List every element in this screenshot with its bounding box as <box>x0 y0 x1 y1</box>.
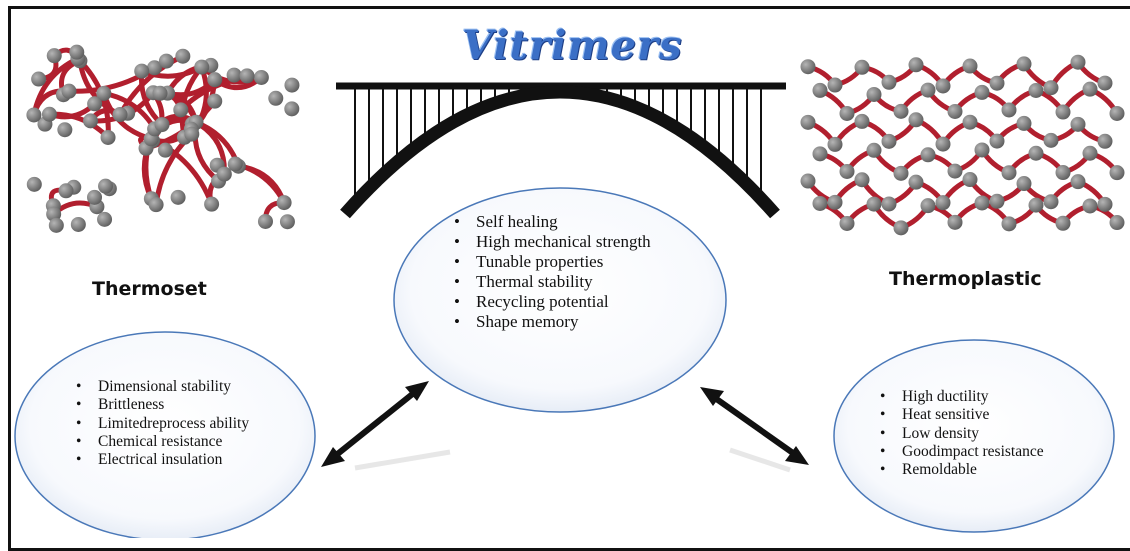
thermoset-network <box>26 44 300 233</box>
right-property-item: Goodimpact resistance <box>880 443 1102 462</box>
left-double-arrow <box>321 381 451 471</box>
left-property-item: Brittleness <box>76 396 278 415</box>
thermoplastic-label: Thermoplastic <box>889 268 1042 290</box>
right-property-item: High ductility <box>880 388 1102 407</box>
diagram-title: Vitrimers <box>462 22 683 69</box>
left-property-item: Limitedreprocess ability <box>76 415 278 434</box>
left-property-item: Electrical insulation <box>76 451 278 470</box>
right-property-item: Low density <box>880 425 1102 444</box>
right-double-arrow <box>700 387 809 473</box>
right-property-item: Remoldable <box>880 461 1102 480</box>
vitrimer-properties-list: Self healingHigh mechanical strengthTuna… <box>454 212 736 332</box>
right-property-item: Heat sensitive <box>880 406 1102 425</box>
center-property-item: Tunable properties <box>454 252 736 272</box>
thermoplastic-properties-list: High ductilityHeat sensitiveLow densityG… <box>880 388 1102 480</box>
bridge-arch <box>340 85 780 219</box>
bridge-illustration <box>336 82 786 219</box>
center-property-item: High mechanical strength <box>454 232 736 252</box>
center-property-item: Self healing <box>454 212 736 232</box>
left-property-item: Chemical resistance <box>76 433 278 452</box>
left-property-item: Dimensional stability <box>76 378 278 397</box>
thermoset-label: Thermoset <box>92 278 207 300</box>
center-property-item: Thermal stability <box>454 272 736 292</box>
center-property-item: Shape memory <box>454 312 736 332</box>
thermoplastic-network <box>800 54 1125 236</box>
thermoset-properties-list: Dimensional stabilityBrittlenessLimitedr… <box>76 378 278 470</box>
center-property-item: Recycling potential <box>454 292 736 312</box>
